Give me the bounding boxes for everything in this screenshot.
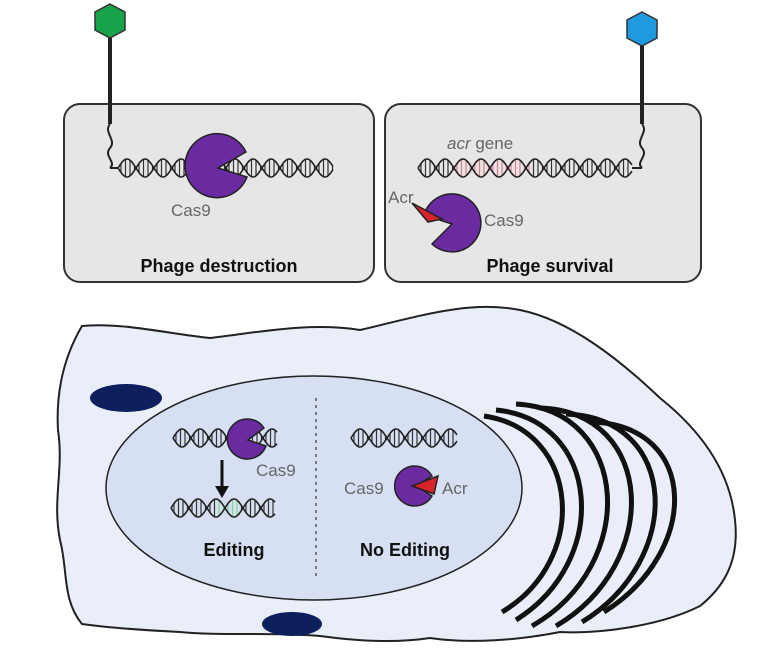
dna-strand — [170, 498, 276, 518]
edited-dna — [170, 498, 276, 518]
target-dna — [350, 428, 458, 448]
arrow-down-icon — [215, 460, 229, 498]
acr-protein-icon — [409, 474, 440, 495]
half-caption: No Editing — [360, 540, 450, 560]
organelle — [90, 384, 162, 412]
phage-dna — [110, 158, 334, 178]
panel-caption: Phage survival — [486, 256, 613, 276]
panel-caption: Phage destruction — [140, 256, 297, 276]
cas9-label: Cas9 — [256, 461, 296, 480]
acr-protein-icon — [411, 202, 445, 223]
dna-strand — [417, 158, 633, 178]
phage-green-icon — [94, 3, 126, 169]
phage-dna-with-acr-gene — [417, 158, 642, 178]
dna-strand — [170, 498, 276, 518]
cas9-label: Cas9 — [484, 211, 524, 230]
dna-strand — [117, 158, 334, 178]
acr-gene-label: acr gene — [447, 134, 513, 153]
dna-strand — [350, 428, 458, 448]
cas9-label: Cas9 — [344, 479, 384, 498]
dna-strand — [172, 428, 278, 448]
cas9-protein-icon — [423, 193, 482, 253]
phage-blue-icon — [626, 11, 658, 169]
cas9-label: Cas9 — [171, 201, 211, 220]
dna-strand — [172, 428, 278, 448]
endoplasmic-reticulum — [483, 401, 678, 629]
organelle — [262, 612, 322, 636]
acr-label: Acr — [442, 479, 468, 498]
cas9-protein-icon — [184, 132, 248, 199]
half-caption: Editing — [204, 540, 265, 560]
acr-label: Acr — [388, 188, 414, 207]
cas9-protein-icon — [226, 418, 267, 460]
